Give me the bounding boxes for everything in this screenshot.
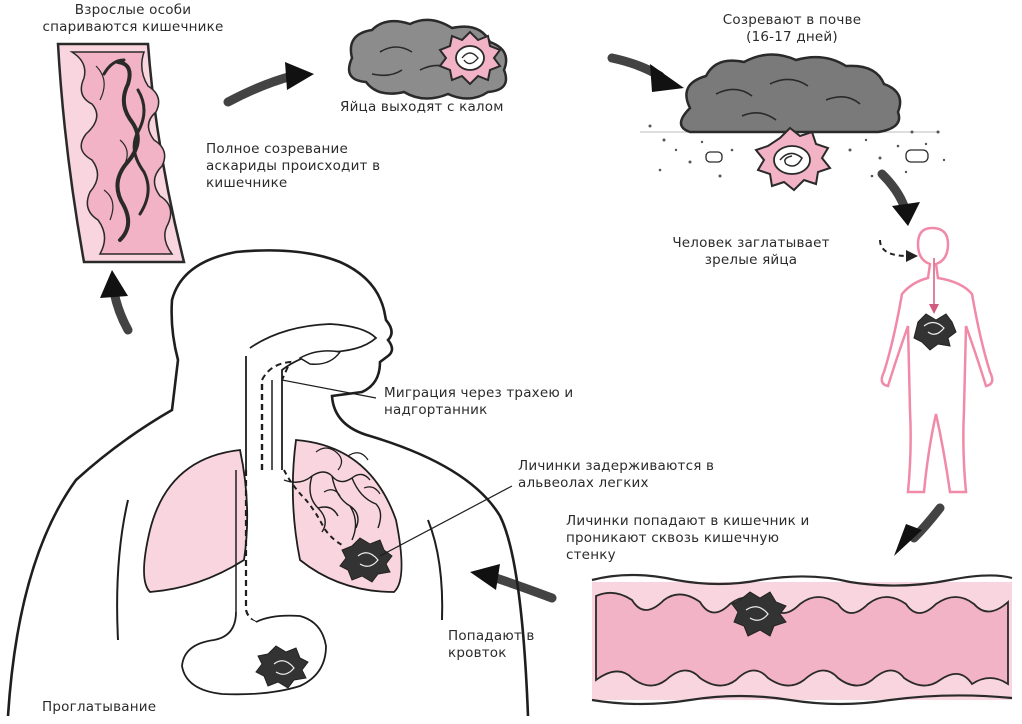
eggs-in-feces-illustration <box>347 18 508 100</box>
label-swallowing-text: Проглатывание <box>42 699 157 715</box>
label-adults-line1: Взрослые особи <box>74 2 192 18</box>
label-migration-line1: Миграция через трахею и <box>384 385 574 401</box>
label-swallows-line2: зрелые яйца <box>704 252 798 268</box>
arrow-to-intestine-wall <box>894 503 945 556</box>
label-swallows-line1: Человек заглатывает <box>672 235 830 251</box>
arrow-to-adult-intestine <box>100 270 133 335</box>
label-swallowing: Проглатывание <box>42 699 156 716</box>
label-larvae-intestine-line2: проникают сквозь кишечную <box>566 530 780 546</box>
soil-maturation-illustration <box>640 53 946 192</box>
label-full-maturation-line3: кишечнике <box>206 175 288 191</box>
label-full-maturation-line2: аскариды происходит в <box>206 158 381 174</box>
intestine-wall-illustration <box>591 573 1013 706</box>
label-adults-mate: Взрослые особи спариваются кишечнике <box>6 2 260 36</box>
label-adults-line2: спариваются кишечнике <box>42 19 224 35</box>
label-mature-soil-line1: Созревают в почве <box>722 12 862 28</box>
label-larvae-lungs-line1: Личинки задерживаются в <box>518 458 715 474</box>
human-figure-illustration <box>880 226 994 494</box>
label-larvae-intestine-line3: стенку <box>566 547 616 563</box>
label-eggs-out-text: Яйца выходят с калом <box>340 99 504 115</box>
adult-intestine-illustration <box>56 42 186 264</box>
label-full-maturation: Полное созревание аскариды происходит в … <box>206 141 380 192</box>
arrow-to-bloodstream <box>470 564 557 603</box>
label-larvae-lungs-line2: альвеолах легких <box>518 475 649 491</box>
leader-lines <box>281 379 513 557</box>
label-mature-in-soil: Созревают в почве (16-17 дней) <box>692 12 892 46</box>
label-eggs-out: Яйца выходят с калом <box>340 99 504 116</box>
label-bloodstream-line1: Попадают в <box>448 628 535 644</box>
label-migration-line2: надгортанник <box>384 402 488 418</box>
label-bloodstream-line2: кровток <box>448 645 507 661</box>
label-migration: Миграция через трахею и надгортанник <box>384 385 573 419</box>
label-enter-bloodstream: Попадают в кровток <box>448 628 535 662</box>
label-larvae-enter-intestine: Личинки попадают в кишечник и проникают … <box>566 513 809 564</box>
cycle-arrows <box>100 53 945 603</box>
label-larvae-in-lungs: Личинки задерживаются в альвеолах легких <box>518 458 714 492</box>
torso-illustration <box>6 249 530 717</box>
label-full-maturation-line1: Полное созревание <box>206 141 348 157</box>
arrow-to-soil <box>607 53 684 92</box>
label-larvae-intestine-line1: Личинки попадают в кишечник и <box>566 513 810 529</box>
label-mature-soil-line2: (16-17 дней) <box>746 29 838 45</box>
arrow-to-mouth <box>879 239 918 262</box>
label-human-swallows: Человек заглатывает зрелые яйца <box>636 235 866 269</box>
arrow-to-eggs <box>223 62 314 107</box>
arrow-to-human <box>877 169 920 226</box>
